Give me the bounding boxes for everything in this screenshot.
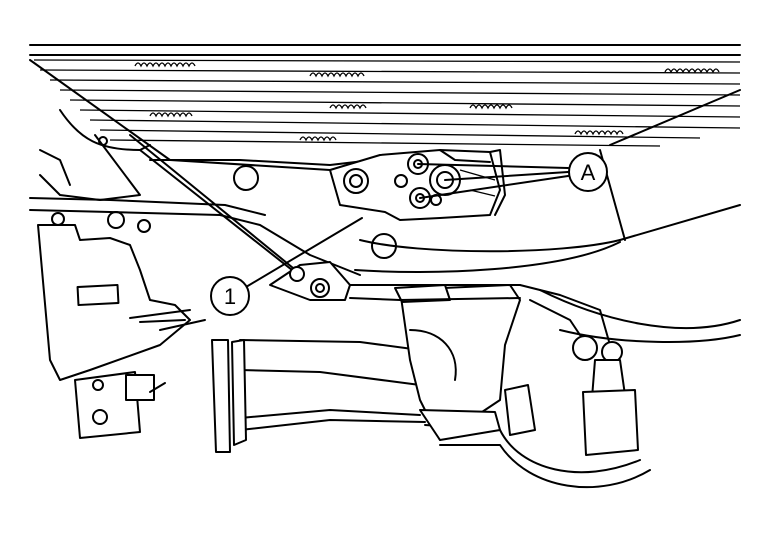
- hoses-and-pipes: [211, 284, 741, 489]
- callout-a: A: [417, 152, 608, 199]
- callout-a-label: A: [581, 160, 596, 185]
- mount-bracket: [329, 149, 506, 221]
- radiator-core: [29, 44, 741, 171]
- callout-1: 1: [210, 217, 363, 316]
- component-1-nut: [269, 261, 521, 301]
- callout-a-circle: [568, 152, 608, 192]
- callout-1-circle: [210, 276, 250, 316]
- side-support: [37, 224, 206, 439]
- callout-1-label: 1: [224, 284, 236, 309]
